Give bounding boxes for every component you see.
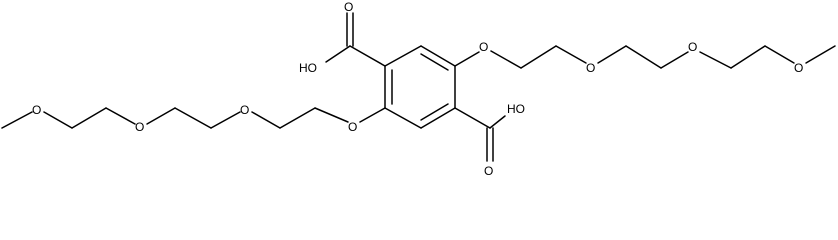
- oxygen-label: O: [348, 120, 357, 134]
- chain-bond: [43, 111, 73, 129]
- oxygen-label: O: [688, 40, 697, 54]
- chain-bond: [71, 107, 107, 129]
- chain-bond: [105, 107, 136, 125]
- hydroxyl-label: HO: [507, 102, 525, 116]
- chain-bond: [625, 45, 662, 69]
- chain-bond: [555, 45, 587, 64]
- ether-bond: [454, 51, 480, 67]
- ring-double-bond: [420, 53, 449, 71]
- ring-bond: [420, 45, 456, 67]
- chain-bond: [314, 107, 349, 123]
- ring-bond: [384, 107, 422, 129]
- carboxyl-oh-bond: [325, 45, 351, 63]
- carboxyl-bond: [349, 45, 386, 67]
- oxygen-label: O: [135, 120, 144, 134]
- carboxyl-bond: [454, 107, 491, 129]
- chain-bond: [210, 111, 241, 129]
- carboxyl-oh-bond: [489, 115, 506, 129]
- chain-bond: [699, 51, 732, 69]
- chain-bond: [146, 107, 176, 125]
- chemical-structure: O HO O O O O O HO O O O O: [1, 0, 836, 178]
- ring-bond: [420, 107, 456, 129]
- chain-bond: [490, 50, 522, 69]
- chain-bond: [660, 51, 689, 69]
- chain-bond: [597, 45, 627, 64]
- ether-bond: [359, 107, 386, 123]
- oxygen-label: O: [484, 164, 493, 178]
- oxygen-label: O: [586, 61, 595, 75]
- chain-bond: [520, 45, 557, 69]
- ring-bond: [384, 45, 422, 67]
- methyl-bond: [805, 45, 836, 64]
- methyl-bond: [1, 111, 33, 129]
- chain-bond: [251, 111, 281, 129]
- chain-bond: [279, 107, 316, 129]
- ring-double-bond: [420, 103, 449, 121]
- oxygen-label: O: [344, 0, 353, 14]
- oxygen-label: O: [794, 61, 803, 75]
- oxygen-label: O: [240, 103, 249, 117]
- oxygen-label: O: [479, 40, 488, 54]
- chain-bond: [730, 45, 766, 69]
- chain-bond: [174, 107, 212, 129]
- bond-group: [1, 12, 836, 162]
- atom-labels: O HO O O O O O HO O O O O: [32, 0, 803, 178]
- hydroxyl-label: HO: [299, 61, 317, 75]
- oxygen-label: O: [32, 103, 41, 117]
- chain-bond: [764, 45, 795, 64]
